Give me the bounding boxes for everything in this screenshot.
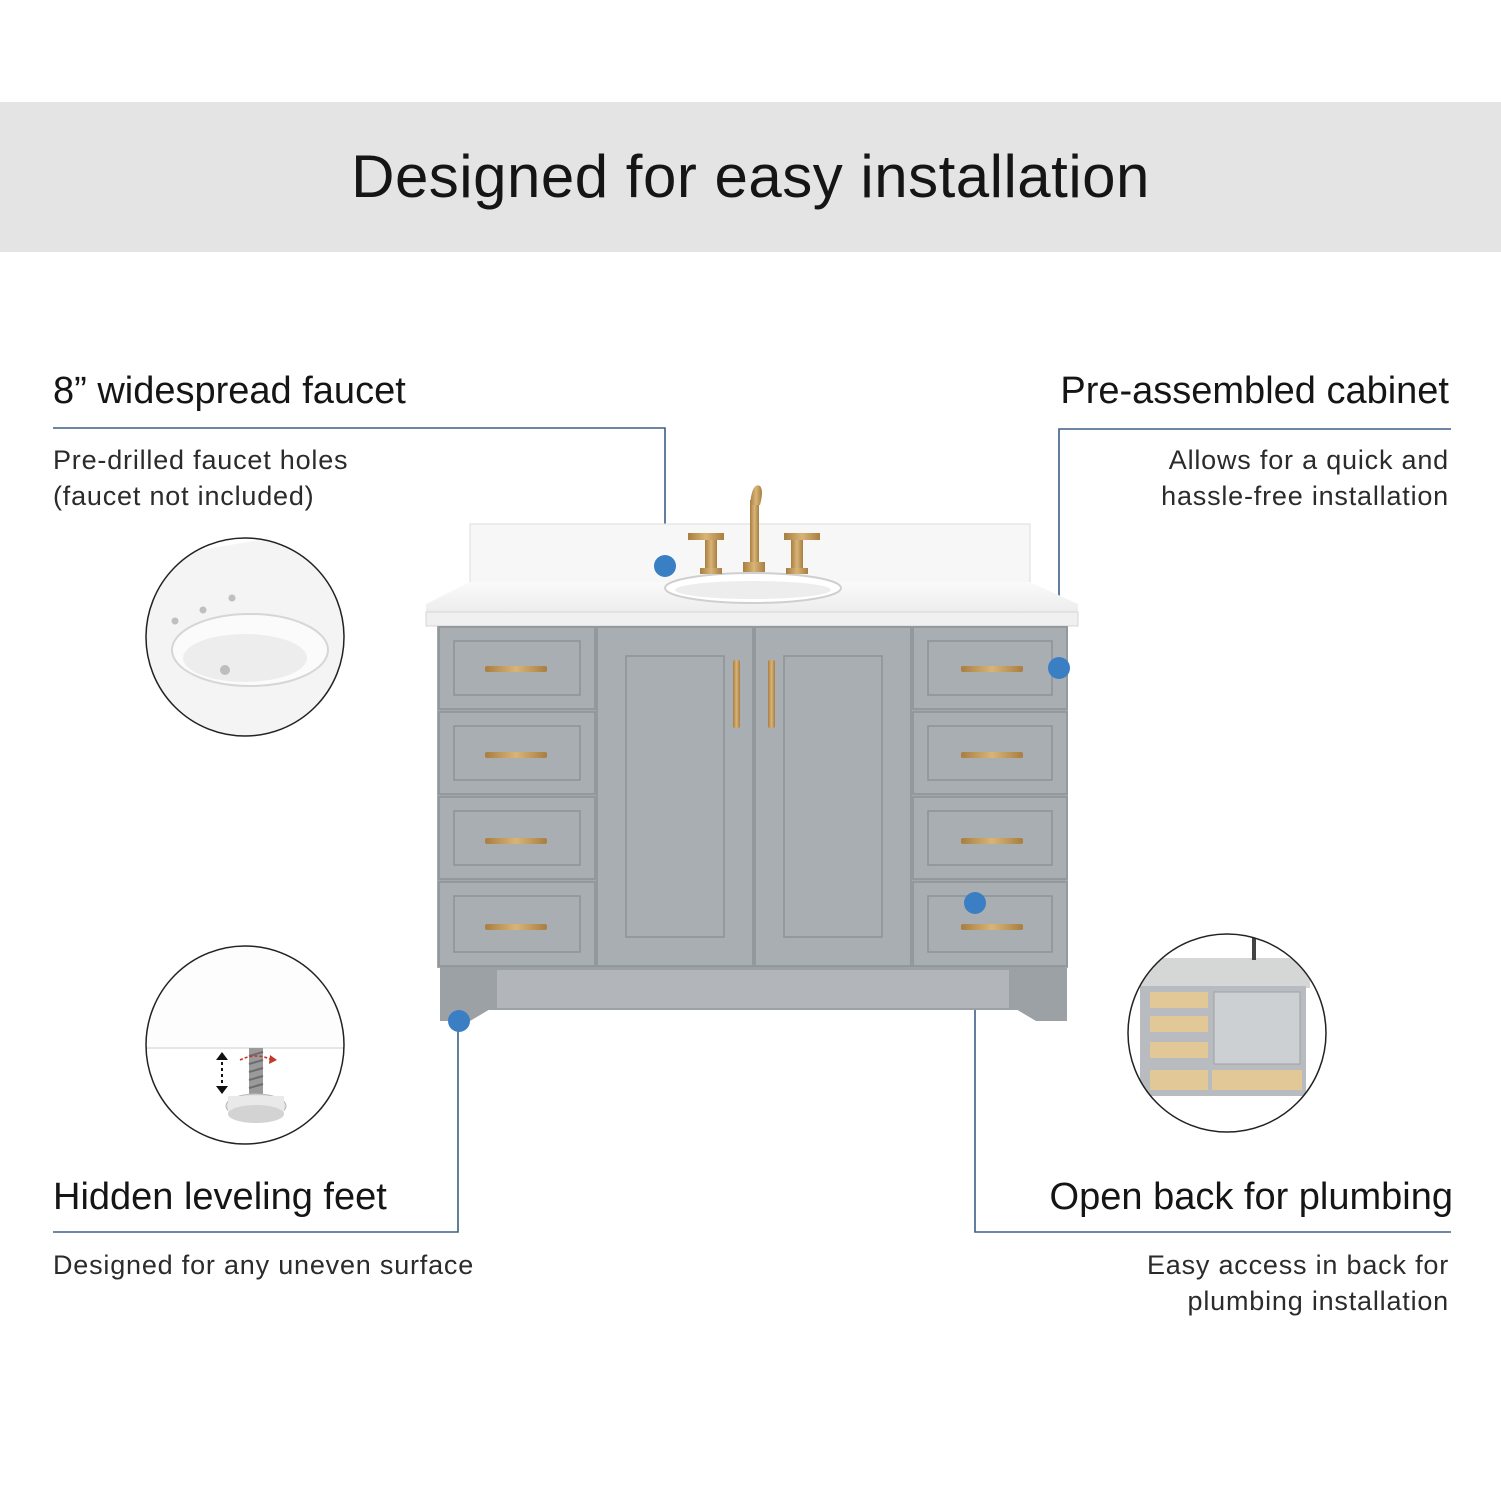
leveling-foot-detail-inset: [145, 945, 345, 1145]
cabinet-feature-title: Pre-assembled cabinet: [1060, 370, 1449, 412]
faucet-feature-description: Pre-drilled faucet holes (faucet not inc…: [53, 442, 348, 514]
feet-feature-title: Hidden leveling feet: [53, 1176, 387, 1218]
cabinet-desc-line-2: hassle-free installation: [1161, 481, 1449, 511]
callout-dots: [448, 555, 1070, 1032]
cabinet-callout-dot: [1048, 657, 1070, 679]
feet-feature-description: Designed for any uneven surface: [53, 1247, 474, 1283]
center-doors: [596, 626, 912, 967]
page-title: Designed for easy installation: [351, 143, 1150, 210]
plumbing-callout-line: [974, 903, 1451, 1233]
faucet-feature-title: 8” widespread faucet: [53, 370, 406, 412]
sink-detail-inset: [145, 537, 345, 737]
feet-desc-line-1: Designed for any uneven surface: [53, 1250, 475, 1280]
feet-callout-dot: [448, 1010, 470, 1032]
cabinet-callout-line: [1058, 428, 1451, 668]
header-banner: [0, 102, 1501, 252]
right-drawers: [912, 626, 1068, 967]
faucet-callout-dot: [654, 555, 676, 577]
faucet-callout-line: [53, 427, 666, 566]
open-back-detail-inset: [1127, 933, 1327, 1133]
plumbing-desc-line-1: Easy access in back for: [1146, 1250, 1449, 1280]
left-drawers: [438, 626, 596, 967]
cabinet-desc-line-1: Allows for a quick and: [1168, 445, 1449, 475]
callout-lines: [53, 427, 1451, 1233]
faucet-desc-line-1: Pre-drilled faucet holes: [53, 445, 349, 475]
faucet: [688, 485, 820, 574]
feet-callout-line: [53, 1021, 459, 1233]
vanity-cabinet: [425, 485, 1079, 1021]
plumbing-feature-description: Easy access in back for plumbing install…: [1147, 1247, 1449, 1319]
plumbing-desc-line-2: plumbing installation: [1187, 1286, 1449, 1316]
faucet-desc-line-2: (faucet not included): [53, 481, 315, 511]
plumbing-callout-dot: [964, 892, 986, 914]
plumbing-feature-title: Open back for plumbing: [1049, 1176, 1453, 1218]
cabinet-feature-description: Allows for a quick and hassle-free insta…: [1161, 442, 1449, 514]
